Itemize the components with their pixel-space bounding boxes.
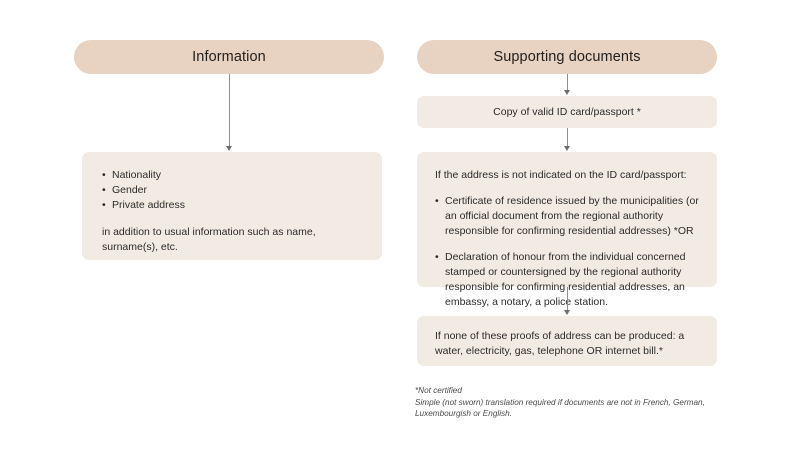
footnote: *Not certified Simple (not sworn) transl… <box>415 385 735 420</box>
connector-information <box>229 74 230 148</box>
connector-address-to-no-proof <box>567 287 568 312</box>
connector-id-copy-to-address <box>567 128 568 148</box>
arrowhead-no-proof <box>564 310 570 315</box>
card-address-proof: If the address is not indicated on the I… <box>417 152 717 308</box>
column-header-information-label: Information <box>192 49 266 65</box>
list-item: Private address <box>102 198 362 213</box>
card-information-content: Nationality Gender Private address in ad… <box>102 168 362 255</box>
column-header-supporting-documents: Supporting documents <box>417 40 717 74</box>
arrowhead-information <box>226 146 232 151</box>
footnote-line-1: *Not certified <box>415 386 462 395</box>
arrowhead-id-copy <box>564 90 570 95</box>
list-item: Gender <box>102 183 362 198</box>
card-no-proof-content: If none of these proofs of address can b… <box>435 330 685 357</box>
footnote-line-2: Simple (not sworn) translation required … <box>415 397 705 407</box>
address-proof-lead: If the address is not indicated on the I… <box>435 169 687 181</box>
card-id-copy-content: Copy of valid ID card/passport * <box>493 105 641 118</box>
card-no-proof-fallback: If none of these proofs of address can b… <box>417 316 717 366</box>
list-item: Nationality <box>102 168 362 183</box>
arrowhead-address <box>564 146 570 151</box>
column-header-supporting-documents-label: Supporting documents <box>493 49 641 65</box>
information-note: in addition to usual information such as… <box>102 226 316 253</box>
list-item: Certificate of residence issued by the m… <box>435 194 699 239</box>
footnote-line-3: Luxembourgish or English. <box>415 409 512 418</box>
column-header-information: Information <box>74 40 384 74</box>
card-information-details: Nationality Gender Private address in ad… <box>82 152 382 260</box>
information-bullet-list: Nationality Gender Private address <box>102 168 362 213</box>
connector-header-to-id-copy <box>567 74 568 92</box>
card-id-copy: Copy of valid ID card/passport * <box>417 96 717 128</box>
